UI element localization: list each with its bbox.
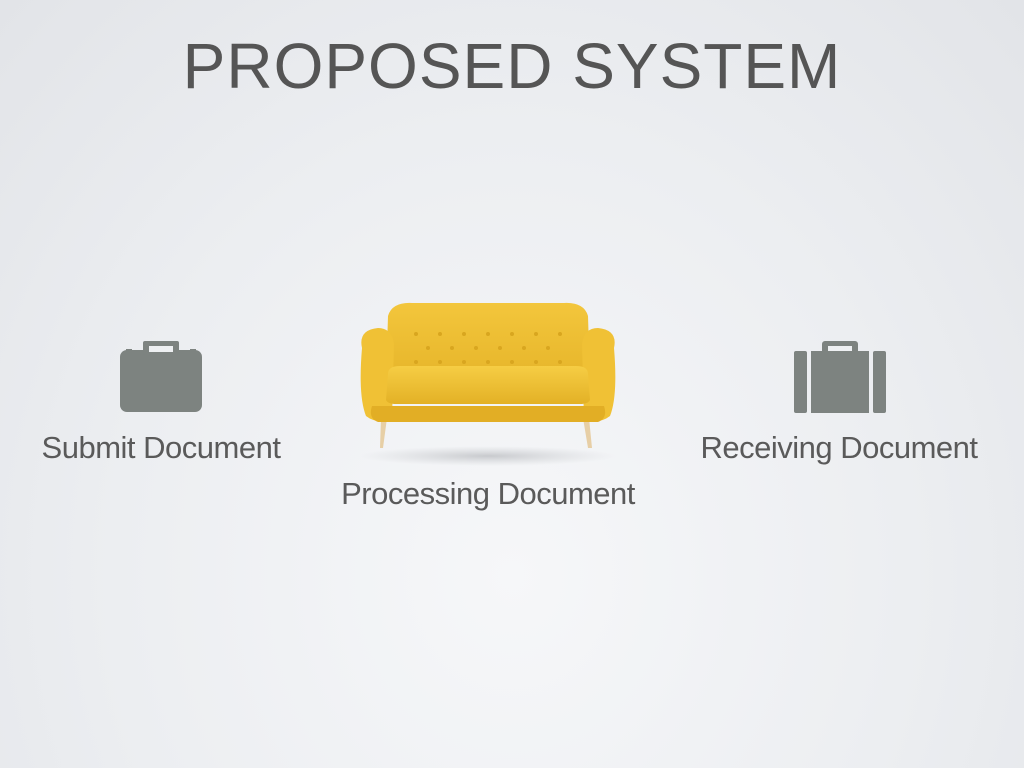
step-label-processing: Processing Document (341, 476, 635, 511)
step-label-receiving: Receiving Document (700, 430, 978, 465)
suitcase-icon (794, 341, 886, 413)
sofa-icon (360, 302, 616, 466)
step-label-submit: Submit Document (41, 430, 281, 465)
slide-title: PROPOSED SYSTEM (182, 30, 842, 102)
briefcase-icon (120, 341, 202, 412)
